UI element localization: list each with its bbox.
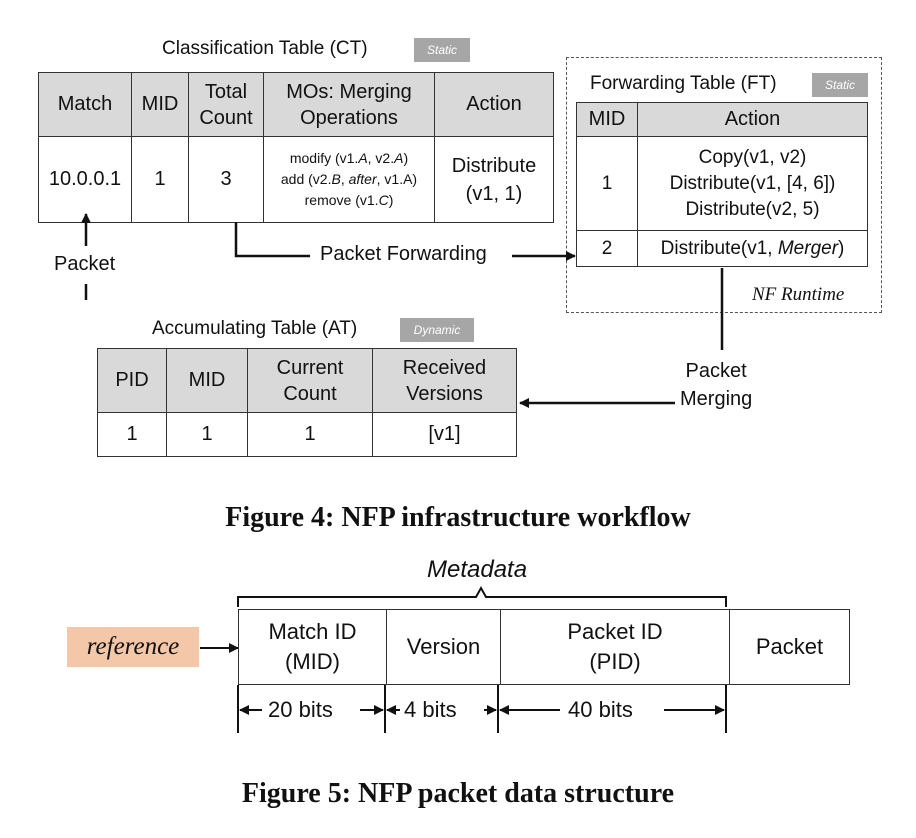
ct-cell-match: 10.0.0.1 [38, 136, 132, 223]
ct-cell-total: 3 [188, 136, 264, 223]
reference-label: reference [86, 633, 180, 660]
at-title: Accumulating Table (AT) [152, 318, 358, 339]
nf-runtime-label: NF Runtime [752, 284, 845, 305]
at-cell-versions: [v1] [372, 412, 517, 457]
ct-cell-mos: modify (v1.A, v2.A) add (v2.B, after, v1… [263, 136, 435, 223]
ft-row2-action: Distribute(v1, Merger) [637, 230, 868, 267]
at-header-pid: PID [97, 348, 167, 413]
ct-header-mid: MID [131, 72, 189, 137]
ct-header-action: Action [434, 72, 554, 137]
field-packet-id: Packet ID (PID) [501, 610, 730, 684]
ct-header-total-count: Total Count [188, 72, 264, 137]
ct-title: Classification Table (CT) [162, 38, 368, 59]
at-header-received-versions: Received Versions [372, 348, 517, 413]
ft-static-badge: Static [812, 73, 868, 97]
at-cell-count: 1 [247, 412, 373, 457]
accumulating-table: PID MID Current Count Received Versions … [97, 348, 517, 457]
figure-4-caption: Figure 4: NFP infrastructure workflow [225, 502, 691, 533]
bits-40-label: 40 bits [568, 697, 633, 722]
packet-merging-label: Packet Merging [680, 360, 753, 410]
classification-table: Match MID Total Count MOs: Merging Opera… [38, 72, 554, 223]
ct-static-badge: Static [414, 38, 470, 62]
bits-4-label: 4 bits [404, 697, 457, 722]
metadata-label: Metadata [427, 556, 528, 583]
reference-box: reference [67, 627, 199, 667]
bits-20-label: 20 bits [268, 697, 333, 722]
field-match-id: Match ID (MID) [239, 610, 387, 684]
forwarding-line-left [234, 222, 310, 258]
forwarding-table: MID Action 1 Copy(v1, v2) Distribute(v1,… [576, 102, 868, 267]
at-cell-pid: 1 [97, 412, 167, 457]
field-packet: Packet [755, 634, 824, 659]
ft-row1-action: Copy(v1, v2) Distribute(v1, [4, 6]) Dist… [637, 136, 868, 231]
field-version: Version [387, 610, 501, 684]
figure-5-caption: Figure 5: NFP packet data structure [241, 778, 675, 809]
packet-label: Packet [54, 253, 116, 275]
ft-row1-mid: 1 [576, 136, 638, 231]
nf-runtime-box [566, 57, 882, 313]
ft-title: Forwarding Table (FT) [590, 73, 777, 94]
at-cell-mid: 1 [166, 412, 248, 457]
at-header-mid: MID [166, 348, 248, 413]
at-header-current-count: Current Count [247, 348, 373, 413]
ct-cell-action: Distribute (v1, 1) [434, 136, 554, 223]
packet-forwarding-label: Packet Forwarding [320, 243, 487, 265]
metadata-brace [237, 585, 727, 607]
ft-header-mid: MID [576, 102, 638, 137]
ft-header-action: Action [637, 102, 868, 137]
packet-structure: Match ID (MID) Version Packet ID (PID) P… [238, 609, 850, 685]
at-dynamic-badge: Dynamic [400, 318, 474, 342]
